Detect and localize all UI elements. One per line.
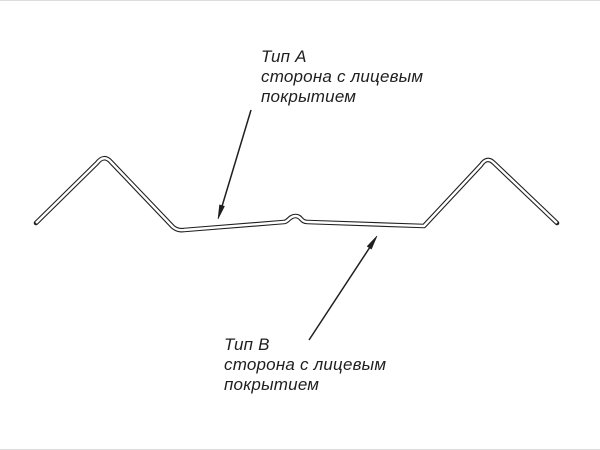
leader-arrow-b [366, 235, 378, 250]
callout-type-b: Тип B сторона с лицевым покрытием [224, 335, 386, 395]
sheet-profile-inner-line [35, 157, 558, 232]
callout-type-a-title: Тип A [261, 47, 307, 66]
callout-type-a: Тип A сторона с лицевым покрытием [261, 47, 423, 107]
leader-line-a [219, 109, 252, 214]
callout-type-b-line1: сторона с лицевым [224, 355, 387, 374]
leader-arrow-a [217, 204, 225, 220]
callout-type-a-line2: покрытием [261, 87, 357, 106]
leader-a [217, 109, 252, 220]
callout-type-b-line2: покрытием [224, 375, 320, 394]
leader-b [308, 235, 378, 341]
leader-line-b [308, 240, 375, 341]
callout-type-a-line1: сторона с лицевым [261, 67, 424, 86]
callout-type-b-title: Тип B [224, 335, 270, 354]
sheet-profile [33, 155, 560, 233]
